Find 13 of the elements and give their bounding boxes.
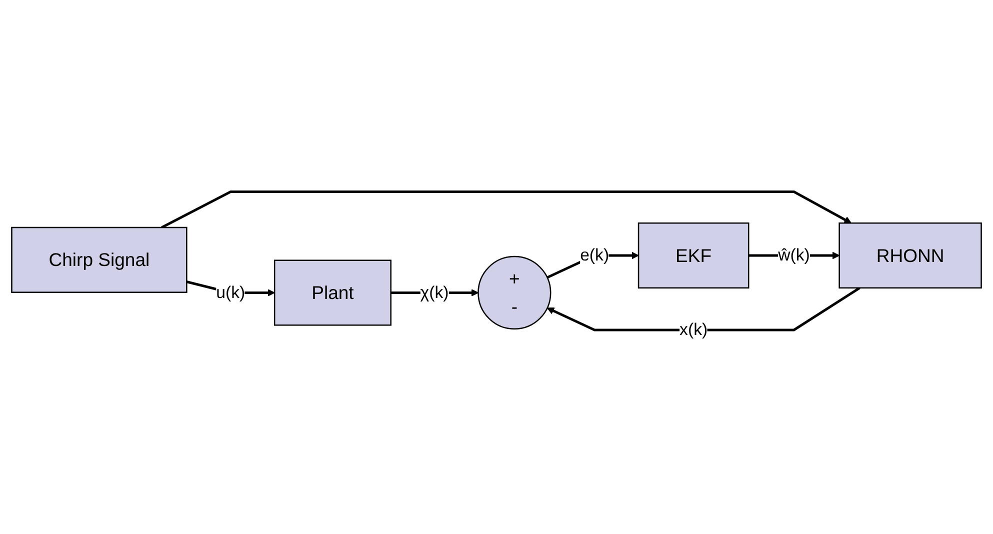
edge-label: χ(k)	[420, 283, 449, 302]
node-box	[638, 222, 750, 288]
edge-label: x(k)	[680, 320, 708, 340]
edge-label: ŵ(k)	[778, 246, 810, 265]
arrow	[161, 190, 852, 228]
node-box	[274, 260, 392, 326]
node-box	[838, 222, 982, 288]
edge-label: u(k)	[216, 283, 246, 302]
edge-label: e(k)	[580, 246, 610, 265]
node-circle	[478, 256, 552, 330]
block-diagram: Chirp Signal Plant + - EKF RHONN u(k) χ(k) x(k) e(k) ŵ(k)	[5, 184, 988, 350]
node-box	[11, 226, 188, 293]
arrow	[546, 286, 860, 332]
